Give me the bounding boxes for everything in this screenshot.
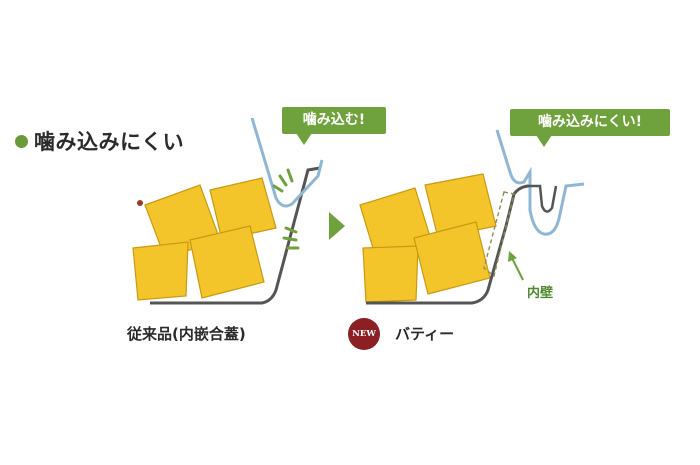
pinch-marks-top xyxy=(272,168,294,193)
pointer-arrowhead-icon xyxy=(508,251,517,262)
pinch-marks-bottom xyxy=(282,226,300,250)
inner-wall-pointer xyxy=(511,257,524,281)
lid-new xyxy=(495,129,585,236)
callout-new: 噛み込みにくい! xyxy=(510,109,670,136)
cube xyxy=(189,225,265,299)
green-bullet-icon xyxy=(15,134,28,148)
section-heading: 噛み込みにくい xyxy=(15,126,184,156)
food-cubes-old xyxy=(132,177,277,301)
container-wall-new xyxy=(366,184,531,305)
food-cubes-new xyxy=(359,173,497,303)
inner-wall-label: 内壁 xyxy=(527,286,554,301)
inner-wall-outline xyxy=(483,191,515,278)
caption-new: バティー xyxy=(395,325,455,343)
cube xyxy=(209,177,277,241)
callout-old: 噛み込む! xyxy=(282,107,386,134)
arrow-right-icon xyxy=(329,212,345,240)
lid-old xyxy=(250,117,324,208)
heading-text: 噛み込みにくい xyxy=(34,130,185,154)
callout-new-tail xyxy=(536,135,552,147)
cube xyxy=(424,173,497,239)
cube xyxy=(132,241,189,301)
crumb-dot xyxy=(137,200,143,206)
cube xyxy=(362,245,419,303)
new-badge: NEW xyxy=(348,318,380,350)
callout-old-tail xyxy=(296,133,312,145)
lid-groove xyxy=(526,184,558,213)
caption-old: 従来品(内嵌合蓋) xyxy=(127,325,246,343)
